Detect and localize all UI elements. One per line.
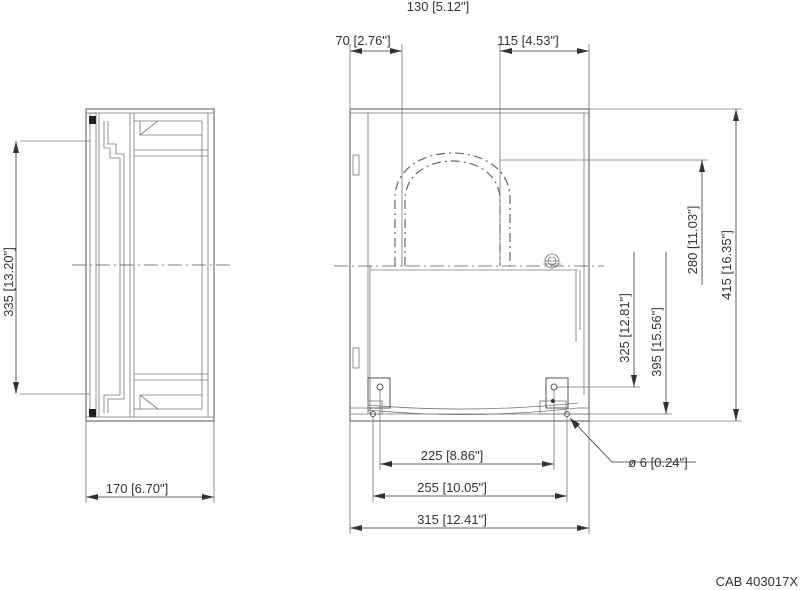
height-280-label: 280 [11.03"] xyxy=(685,206,700,275)
top-width-dimension: 130 [5.12"] xyxy=(407,0,469,14)
side-view-bottom-hinge xyxy=(89,409,96,417)
left-offset-dimension: 70 [2.76"] xyxy=(335,33,402,54)
front-view-upper-latch xyxy=(352,154,360,176)
height-395-label: 395 [15.56"] xyxy=(649,307,664,377)
side-depth-label: 170 [6.70"] xyxy=(106,481,168,496)
front-top-extensions xyxy=(349,44,590,266)
width-315-dimension: 315 [12.41"] xyxy=(350,511,589,531)
height-415-dimension: 415 [16.35"] xyxy=(589,108,742,422)
height-325-label: 325 [12.81"] xyxy=(617,293,632,363)
width-225-dimension: 225 [8.86"] xyxy=(380,447,554,467)
earth-symbol xyxy=(543,253,561,269)
side-view-top-hinge xyxy=(89,116,96,124)
height-415-label: 415 [16.35"] xyxy=(719,230,734,300)
side-depth-dimension: 170 [6.70"] xyxy=(85,421,215,503)
hinge-offset-label: 115 [4.53"] xyxy=(497,33,558,48)
width-225-label: 225 [8.86"] xyxy=(421,448,483,463)
hole-diameter-leader: ø 6 [0.24"] xyxy=(569,417,696,470)
front-view-lower-latch xyxy=(352,347,360,369)
width-255-label: 255 [10.05"] xyxy=(417,480,487,495)
door-swing-arc xyxy=(394,152,511,266)
side-view xyxy=(72,108,230,422)
left-offset-label: 70 [2.76"] xyxy=(335,33,390,48)
side-height-label: 335 [13.20"] xyxy=(1,247,16,317)
top-width-label: 130 [5.12"] xyxy=(407,0,469,14)
front-view-outer-frame xyxy=(349,108,590,422)
front-bottom-extensions xyxy=(349,390,590,534)
height-395-dimension: 395 [15.56"] xyxy=(567,252,672,415)
width-315-label: 315 [12.41"] xyxy=(417,512,487,527)
hinge-offset-dimension: 115 [4.53"] xyxy=(497,33,589,54)
side-height-dimension: 335 [13.20"] xyxy=(1,140,90,395)
hole-diameter-label: ø 6 [0.24"] xyxy=(628,455,688,470)
part-number: CAB 403017X xyxy=(716,574,799,589)
height-325-dimension: 325 [12.81"] xyxy=(556,252,640,388)
width-255-dimension: 255 [10.05"] xyxy=(373,479,567,499)
height-280-dimension: 280 [11.03"] xyxy=(500,159,708,285)
front-view xyxy=(334,108,604,422)
